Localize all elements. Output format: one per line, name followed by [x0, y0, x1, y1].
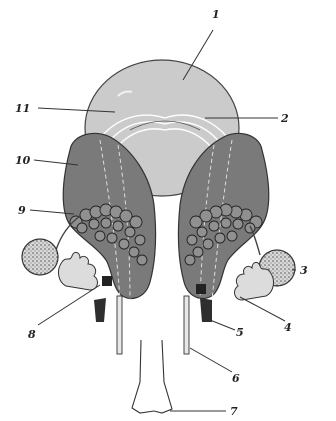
label-2: 2	[280, 112, 289, 125]
label-11: 11	[15, 102, 30, 115]
label-1: 1	[212, 8, 220, 21]
right-organ-tip	[200, 298, 212, 322]
label-9: 9	[18, 204, 26, 217]
right-dark-gland	[196, 284, 206, 294]
left-dark-gland	[102, 276, 112, 286]
label-8: 8	[28, 328, 36, 341]
left-tube	[117, 296, 122, 354]
label-3: 3	[300, 264, 308, 277]
left-epididymis	[59, 252, 98, 290]
label-5: 5	[236, 326, 244, 339]
urethra	[132, 340, 172, 413]
left-organ-tip	[94, 298, 106, 322]
label-7: 7	[230, 405, 238, 418]
label-4: 4	[284, 321, 292, 334]
label-10: 10	[15, 154, 31, 167]
right-tube	[184, 296, 189, 354]
label-6: 6	[232, 372, 240, 385]
